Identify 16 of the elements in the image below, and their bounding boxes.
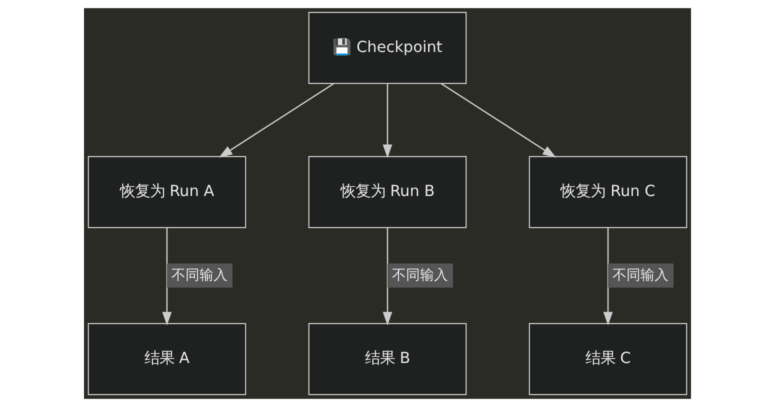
arrow (382, 228, 392, 326)
node-box: 恢复为 Run A (87, 156, 246, 228)
arrow (218, 83, 334, 158)
edge-label: 不同输入 (612, 267, 668, 284)
node-box: 结果 A (87, 323, 246, 396)
node-box: 恢复为 Run B (308, 156, 466, 228)
node-box: 恢复为 Run C (528, 156, 687, 228)
arrow (382, 84, 392, 158)
node-box: 💾 Checkpoint (308, 12, 466, 84)
arrow (162, 228, 172, 326)
edge-label: 不同输入 (391, 267, 448, 284)
arrow (602, 228, 612, 326)
edge-label: 不同输入 (170, 267, 227, 284)
arrow (440, 83, 556, 158)
node-box: 结果 B (308, 323, 466, 396)
node-box: 结果 C (528, 323, 687, 396)
